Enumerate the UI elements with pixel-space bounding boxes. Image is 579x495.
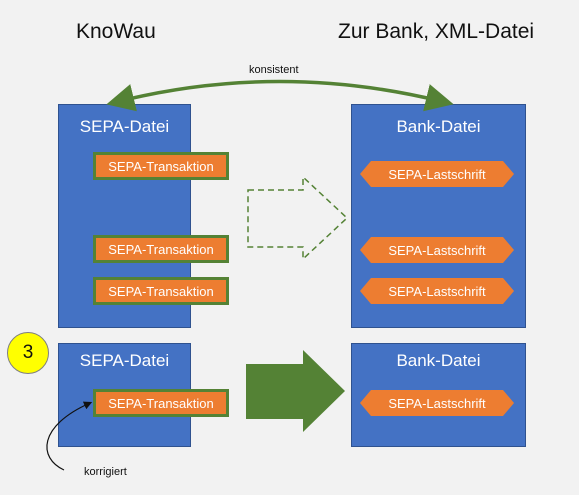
- sepa-file-title-top: SEPA-Datei: [79, 117, 170, 136]
- sepa-direct-debit-bottom: SEPA-Lastschrift: [360, 390, 514, 416]
- sepa-file-title-bottom: SEPA-Datei: [79, 351, 170, 370]
- bank-file-title-bottom: Bank-Datei: [396, 351, 481, 370]
- sepa-direct-debit: SEPA-Lastschrift: [360, 278, 514, 304]
- solid-transfer-arrow: [246, 350, 345, 432]
- corrected-label: korrigiert: [84, 466, 127, 478]
- consistent-double-arrow: [106, 79, 454, 112]
- sepa-direct-debit: SEPA-Lastschrift: [360, 161, 514, 187]
- bank-file-title-top: Bank-Datei: [396, 117, 481, 136]
- sepa-transaction: SEPA-Transaktion: [93, 152, 229, 180]
- knowau-heading: KnoWau: [76, 20, 156, 43]
- bank-xml-heading: Zur Bank, XML-Datei: [338, 20, 535, 43]
- sepa-transaction: SEPA-Transaktion: [93, 235, 229, 263]
- sepa-transaction-corrected: SEPA-Transaktion: [93, 389, 229, 417]
- dashed-transfer-arrow: [247, 175, 349, 261]
- consistent-label: konsistent: [249, 64, 299, 76]
- sepa-direct-debit: SEPA-Lastschrift: [360, 237, 514, 263]
- step-number-badge: 3: [7, 332, 49, 374]
- corrected-arrow: [46, 401, 93, 471]
- sepa-transaction: SEPA-Transaktion: [93, 277, 229, 305]
